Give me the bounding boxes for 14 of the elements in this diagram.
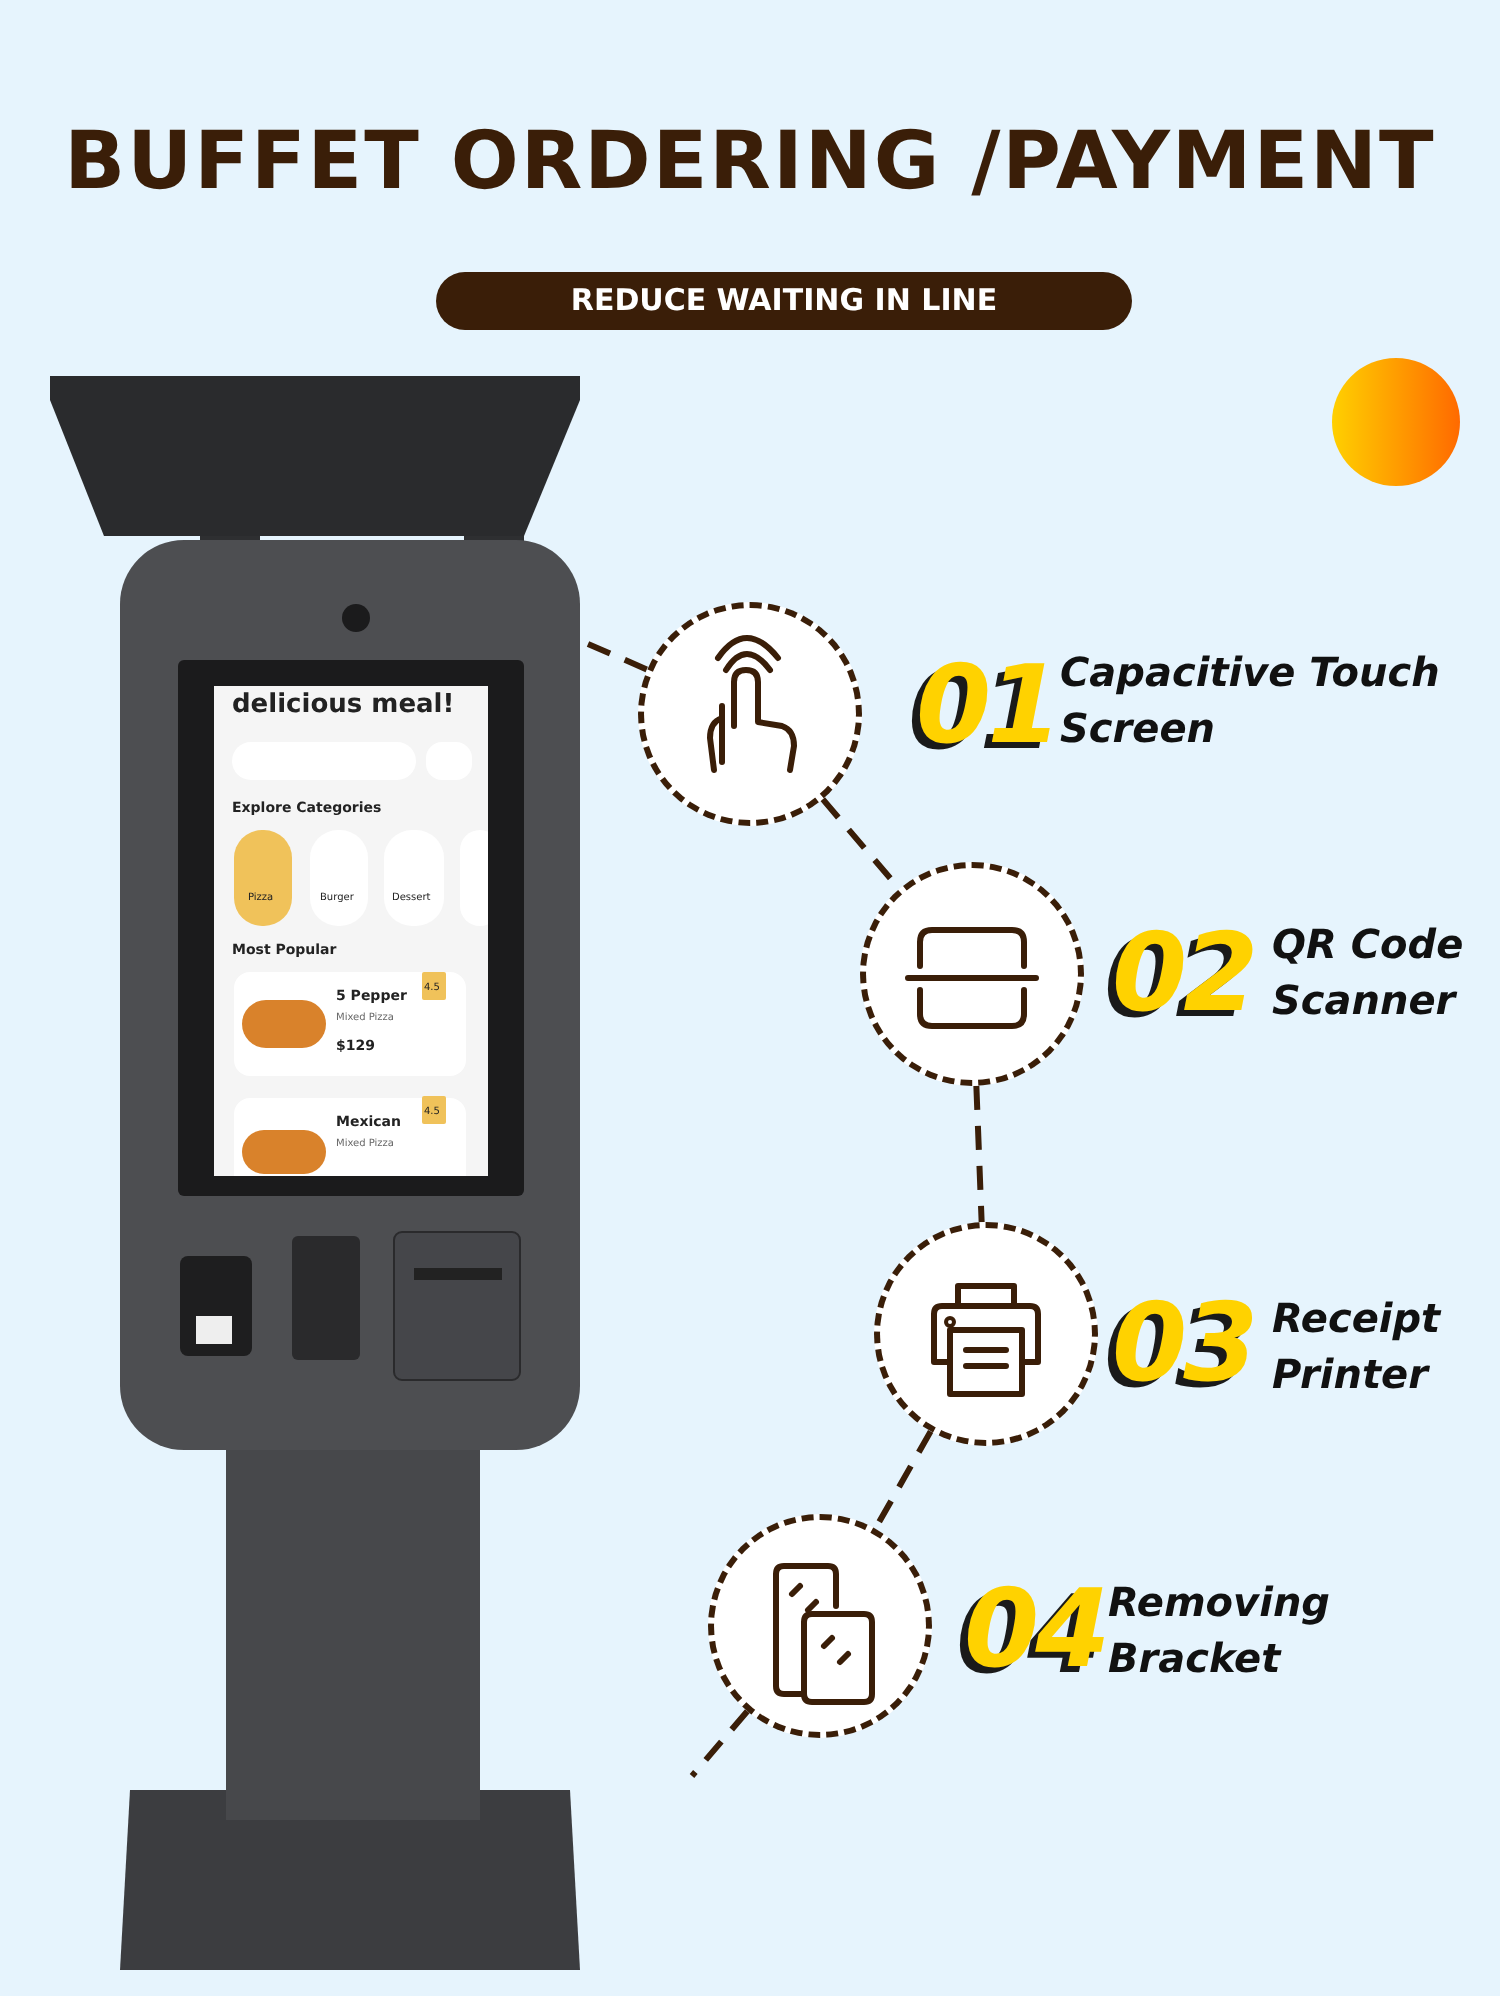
- dashed-connector: [586, 641, 649, 673]
- step-number: 02: [1112, 920, 1255, 1028]
- screen-heading: delicious meal!: [232, 690, 455, 720]
- step-number: 04: [964, 1576, 1107, 1684]
- feature-name: Receipt Printer: [1272, 1292, 1444, 1402]
- subtitle-banner: REDUCE WAITING IN LINE: [436, 272, 1132, 330]
- feature-name: QR Code Scanner: [1272, 918, 1466, 1028]
- step-number: 03: [1112, 1290, 1255, 1398]
- step-number: 01: [916, 652, 1059, 760]
- dashed-connector: [973, 1085, 985, 1223]
- feature-name: Removing Bracket: [1108, 1576, 1332, 1686]
- title: BUFFET ORDERING /PAYMENT: [62, 116, 1438, 208]
- dashed-connector: [689, 1709, 750, 1778]
- feature-name: Capacitive Touch Screen: [1060, 646, 1442, 756]
